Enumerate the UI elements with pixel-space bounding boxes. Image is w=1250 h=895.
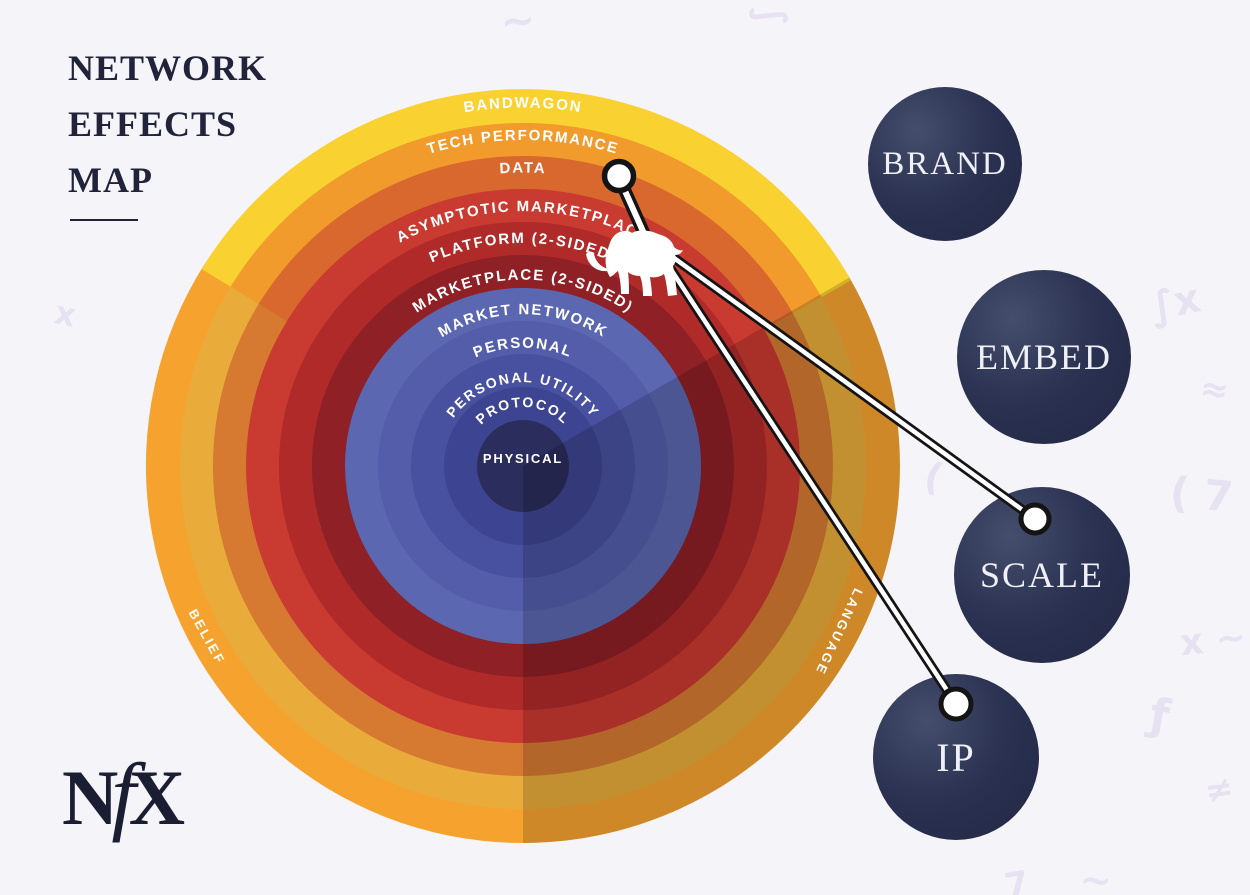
title-line: EFFECTS bbox=[68, 104, 238, 144]
title-underline bbox=[70, 219, 138, 221]
scale-pin bbox=[1018, 502, 1052, 536]
logo-letter-n: N bbox=[62, 754, 119, 841]
satellite-embed: EMBED bbox=[957, 270, 1131, 444]
satellite-label: EMBED bbox=[976, 337, 1112, 377]
data-pin bbox=[601, 158, 637, 194]
elephant-to-scale-core bbox=[671, 255, 1038, 522]
center-circle bbox=[477, 420, 569, 512]
title-line: NETWORK bbox=[68, 48, 268, 88]
satellite-label: IP bbox=[936, 734, 976, 780]
satellite-brand: BRAND bbox=[868, 87, 1022, 241]
nfx-logo: N f X bbox=[62, 752, 185, 840]
connector-lines bbox=[601, 158, 1052, 722]
satellite-label: SCALE bbox=[979, 555, 1104, 595]
elephant-to-ip-core bbox=[667, 265, 959, 707]
shade-sector bbox=[523, 277, 901, 843]
ip-pin bbox=[938, 686, 974, 722]
title-line: MAP bbox=[68, 160, 153, 200]
ring-label: DATA bbox=[499, 159, 547, 177]
satellite-label: BRAND bbox=[882, 145, 1008, 182]
ring-label: BANDWAGON bbox=[462, 94, 583, 116]
center-label: PHYSICAL bbox=[483, 451, 563, 466]
page-title: NETWORK EFFECTS MAP bbox=[68, 40, 267, 208]
elephant-icon bbox=[586, 230, 683, 296]
logo-letter-x: X bbox=[128, 754, 186, 841]
logo-letter-f: f bbox=[111, 747, 136, 844]
